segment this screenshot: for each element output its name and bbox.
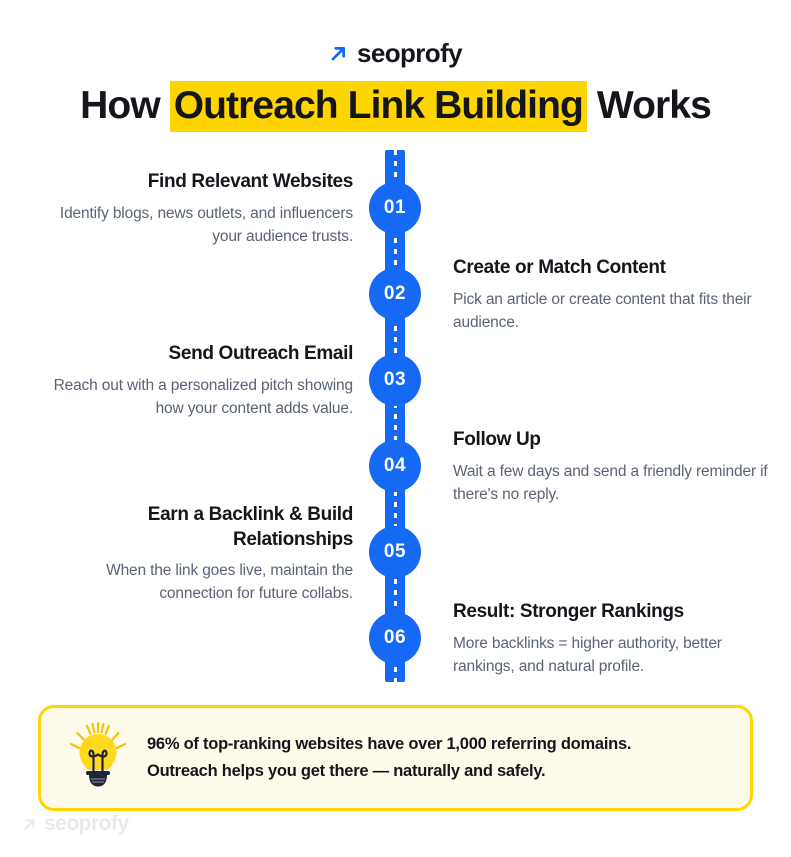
- lightbulb-icon: [67, 719, 129, 798]
- step-item-03: Send Outreach Email Reach out with a per…: [33, 342, 354, 421]
- title-highlight: Outreach Link Building: [169, 81, 587, 132]
- timeline-node-02: 02: [369, 268, 421, 320]
- step-description: Pick an article or create content that f…: [453, 290, 752, 331]
- brand-logo: seoprofy: [0, 38, 791, 69]
- callout-box: 96% of top-ranking websites have over 1,…: [38, 705, 753, 811]
- step-item-04: Follow Up Wait a few days and send a fri…: [453, 428, 773, 507]
- node-number: 06: [383, 627, 407, 648]
- step-description: More backlinks = higher authority, bette…: [453, 634, 722, 675]
- timeline-node-03: 03: [369, 354, 421, 406]
- page-title: How Outreach Link Building Works: [0, 81, 791, 132]
- timeline-node-04: 04: [369, 440, 421, 492]
- diagonal-arrow-icon: [329, 44, 348, 63]
- timeline-node-05: 05: [369, 526, 421, 578]
- footer-watermark-logo: seoprofy: [22, 812, 129, 836]
- step-item-05: Earn a Backlink & Build Relationships Wh…: [33, 503, 353, 606]
- diagonal-arrow-icon: [22, 817, 37, 832]
- node-number: 05: [383, 541, 407, 562]
- step-title: Follow Up: [453, 429, 541, 450]
- node-number: 04: [383, 455, 407, 476]
- step-item-06: Result: Stronger Rankings More backlinks…: [453, 600, 773, 679]
- step-description: When the link goes live, maintain the co…: [106, 562, 353, 603]
- watermark-name: seoprofy: [44, 812, 129, 835]
- timeline-dashed-line: [393, 150, 397, 682]
- step-title: Create or Match Content: [453, 257, 666, 278]
- step-description: Identify blogs, news outlets, and influe…: [59, 204, 353, 245]
- callout-text: 96% of top-ranking websites have over 1,…: [147, 731, 632, 784]
- title-after: Works: [586, 84, 712, 127]
- step-description: Wait a few days and send a friendly remi…: [453, 462, 768, 503]
- step-description: Reach out with a personalized pitch show…: [53, 376, 354, 417]
- step-item-01: Find Relevant Websites Identify blogs, n…: [33, 170, 353, 249]
- step-title: Result: Stronger Rankings: [453, 601, 684, 622]
- callout-line-2: Outreach helps you get there — naturally…: [147, 762, 546, 780]
- brand-name: seoprofy: [356, 38, 463, 68]
- timeline-node-01: 01: [369, 182, 421, 234]
- node-number: 03: [383, 369, 407, 390]
- step-title: Earn a Backlink & Build Relationships: [147, 504, 354, 550]
- callout-line-1: 96% of top-ranking websites have over 1,…: [147, 735, 632, 754]
- step-item-02: Create or Match Content Pick an article …: [453, 256, 773, 335]
- step-title: Find Relevant Websites: [147, 171, 354, 192]
- node-number: 02: [383, 283, 407, 304]
- step-title: Send Outreach Email: [168, 343, 354, 364]
- title-before: How: [80, 84, 170, 127]
- timeline-node-06: 06: [369, 612, 421, 664]
- node-number: 01: [383, 197, 407, 218]
